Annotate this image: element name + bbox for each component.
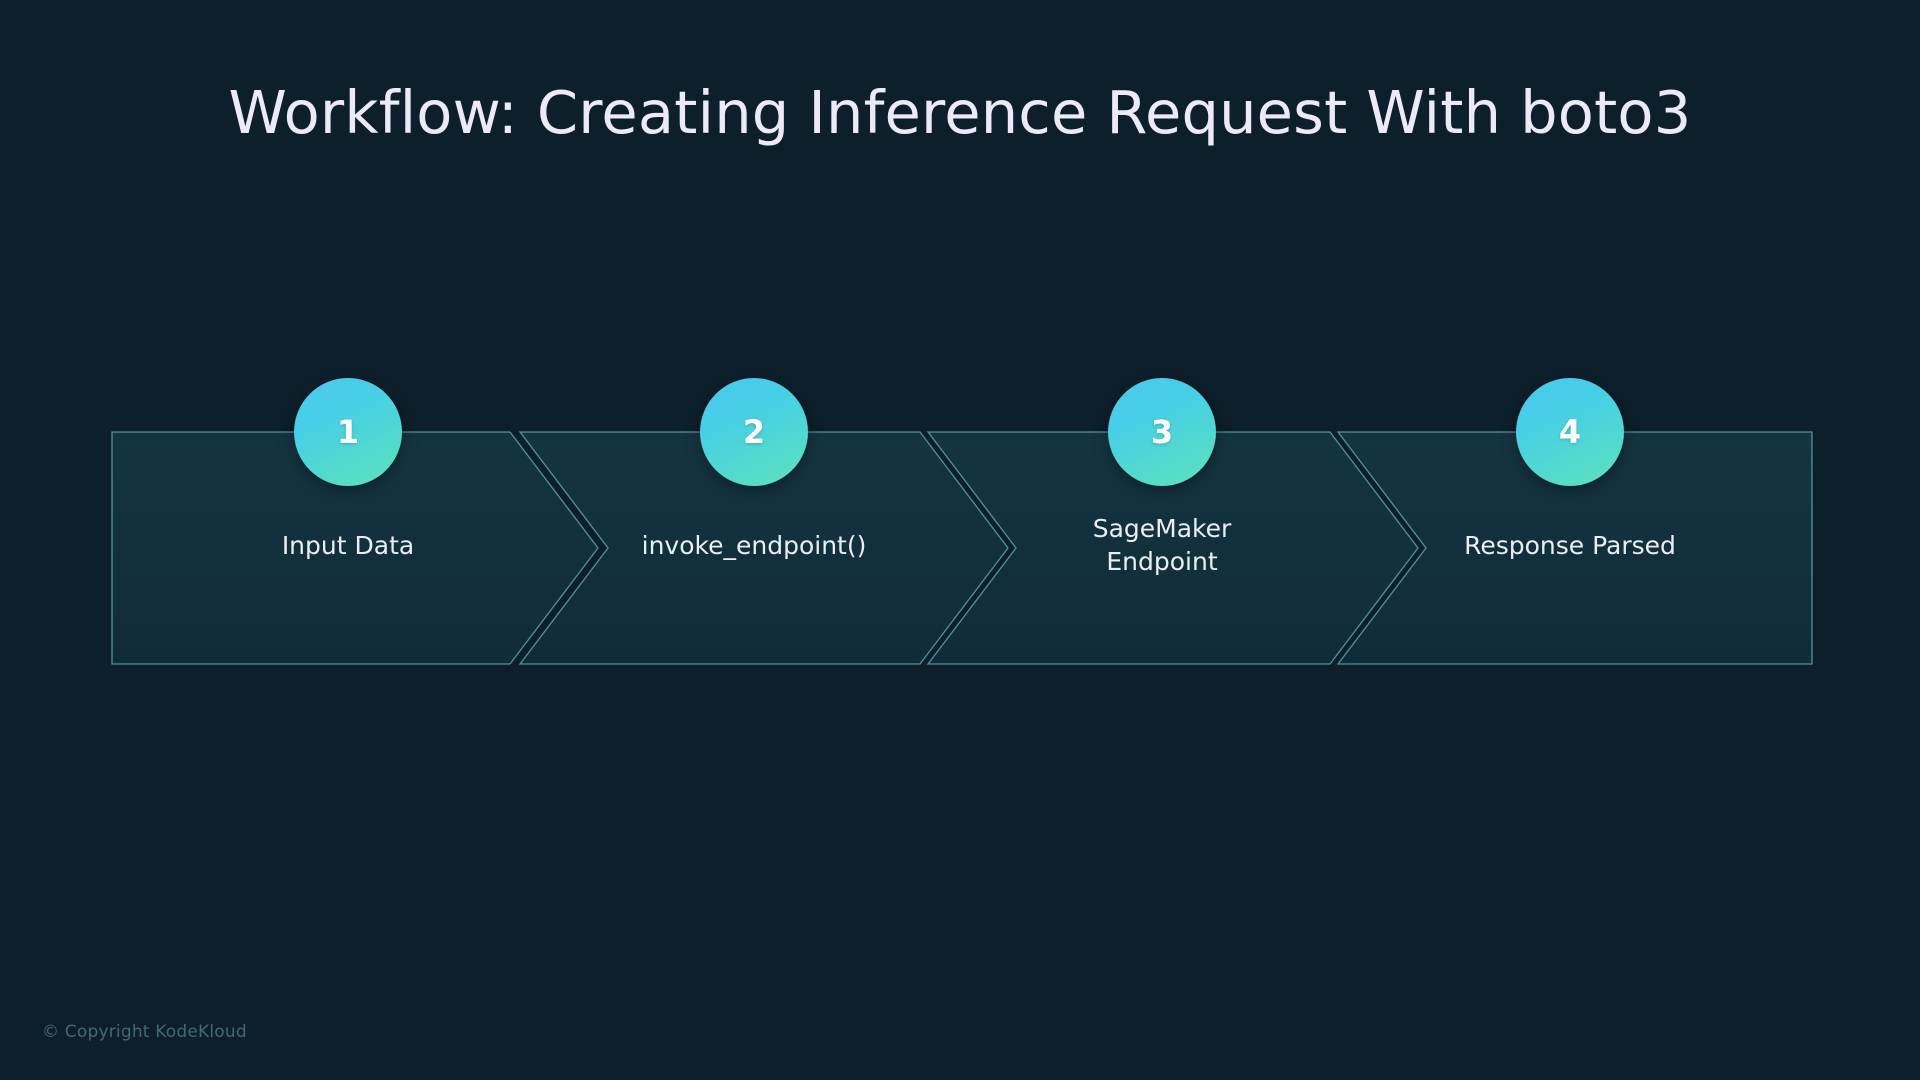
step-number-badge-1[interactable]: 1	[294, 378, 402, 486]
step-label-2: invoke_endpoint()	[641, 531, 867, 560]
step-label-1: Input Data	[281, 531, 415, 560]
page-title: Workflow: Creating Inference Request Wit…	[228, 78, 1692, 147]
chevron-shape-3[interactable]	[926, 431, 1419, 665]
step-number-badge-2[interactable]: 2	[700, 378, 808, 486]
step-label-3: SageMaker Endpoint	[1092, 514, 1232, 576]
step-number-2: 2	[742, 413, 766, 451]
chevron-shape-2[interactable]	[518, 431, 1009, 665]
copyright-text: © Copyright KodeKloud	[42, 1022, 247, 1042]
step-number-badge-4[interactable]: 4	[1516, 378, 1624, 486]
step-number-4: 4	[1558, 413, 1582, 451]
step-number-badge-3[interactable]: 3	[1108, 378, 1216, 486]
chevron-shape-1[interactable]	[111, 431, 599, 665]
step-number-3: 3	[1150, 413, 1174, 451]
step-number-1: 1	[336, 413, 360, 451]
step-label-4: Response Parsed	[1464, 531, 1676, 560]
chevron-shape-4[interactable]	[1336, 431, 1813, 665]
